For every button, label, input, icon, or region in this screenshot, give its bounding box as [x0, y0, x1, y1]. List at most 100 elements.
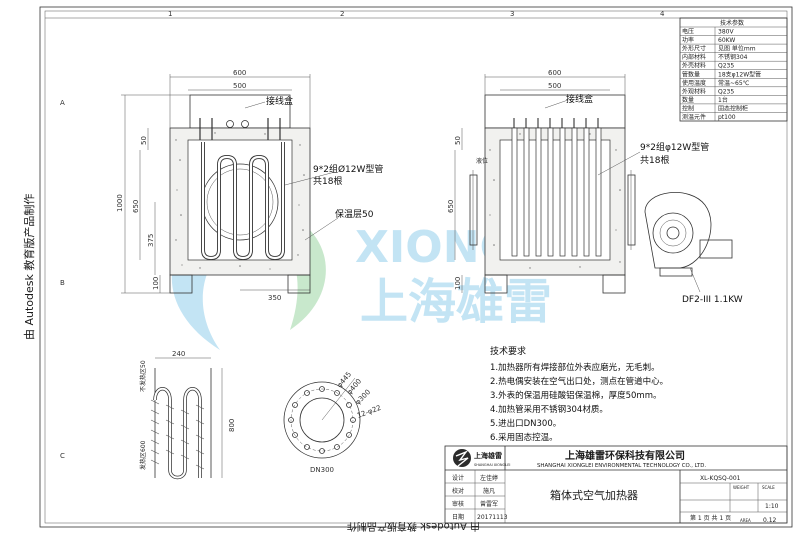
params-key: 使用温度 [682, 79, 706, 87]
col-label-4: 4 [660, 10, 665, 18]
requirements: 技术要求 1.加热器所有焊接部位外表应磨光，无毛刺。 2.热电偶安装在空气出口处… [490, 345, 668, 443]
row-label-c: C [60, 452, 65, 460]
role-check-val: 施凡 [483, 487, 495, 495]
params-title: 技术参数 [720, 19, 744, 27]
params-value: 380V [718, 29, 734, 36]
scale-label: SCALE [762, 485, 775, 490]
scale-value: 1:10 [765, 503, 779, 510]
flange-holes: 12-φ22 [356, 404, 382, 420]
params-value: Q235 [718, 63, 734, 70]
role-check-key: 校对 [452, 487, 464, 495]
params-key: 测温元件 [682, 113, 706, 121]
params-key: 电压 [682, 28, 694, 36]
role-design-key: 设计 [452, 474, 464, 482]
role-date-key: 日期 [452, 513, 464, 521]
role-date-val: 20171113 [477, 514, 508, 521]
front-label-insulation: 保温层50 [335, 208, 374, 220]
params-table: 技术参数 电压 380V 功率 60KW 外形尺寸 见图 单位mm 内部材料 不锈钢304 外壳… [679, 17, 788, 122]
front-dim-600: 600 [233, 69, 246, 77]
side-label-fan: DF2-III 1.1KW [682, 295, 743, 305]
side-dim-50: 50 [454, 136, 462, 145]
weight-label: WEIGHT [733, 485, 750, 490]
params-key: 控制 [682, 104, 694, 112]
tube-label-heated: 发热区600 [139, 440, 147, 470]
side-text-bottom: 由 Autodesk 教育版产品制作 [347, 520, 480, 533]
fan [644, 192, 733, 277]
row-label-a: A [60, 99, 65, 107]
flange-d300: φ300 [354, 388, 372, 406]
role-review-val: 曾雷军 [480, 500, 498, 508]
params-key: 外壳材料 [682, 62, 706, 70]
front-dim-1000: 1000 [116, 194, 124, 212]
front-dim-350: 350 [268, 294, 281, 302]
flange-name: DN300 [310, 466, 334, 474]
side-dim-600: 600 [548, 69, 561, 77]
front-dim-500: 500 [233, 82, 246, 90]
side-label-box: 接线盒 [566, 93, 593, 105]
params-value: 见图 单位mm [718, 45, 756, 53]
params-key: 数量 [682, 96, 694, 104]
tube-dim-800: 800 [228, 419, 236, 432]
role-design-val: 左佳婷 [480, 474, 498, 482]
col-label-2: 2 [340, 10, 344, 18]
front-label-tubes-2: 共18根 [313, 175, 342, 187]
params-key: 管数量 [682, 70, 700, 78]
front-dim-100: 100 [152, 277, 160, 290]
params-value: pt100 [718, 114, 736, 121]
params-value: Q235 [718, 88, 734, 95]
title-block: 上海雄雷 SHANGHAI XIONGLEI 上海雄雷环保科技有限公司 SHAN… [444, 445, 788, 524]
area-label: AREA [740, 518, 751, 523]
params-key: 外观材料 [682, 87, 706, 95]
tube-dim-240: 240 [172, 350, 185, 358]
side-label-gauge: 液位 [476, 157, 488, 165]
side-label-tubes-2: 共18根 [640, 154, 669, 166]
front-dim-50: 50 [140, 136, 148, 145]
params-value: 18支φ12W型管 [718, 70, 761, 78]
tube-label-unheated: 不发热区50 [139, 360, 147, 392]
front-label-box: 接线盒 [266, 95, 293, 107]
side-dim-650: 650 [447, 200, 455, 213]
front-view: 600 500 1000 50 650 375 100 350 接线盒 9*2组… [116, 69, 383, 302]
sheet-border [39, 6, 793, 528]
role-review-key: 审核 [452, 500, 464, 508]
flange: φ445 φ400 φ300 12-φ22 DN300 [283, 370, 382, 474]
front-label-tubes-1: 9*2组Ø12W型管 [313, 163, 383, 175]
area-value: 0.12 [763, 517, 777, 524]
params-value: 不锈钢304 [718, 53, 748, 61]
params-value: 60KW [718, 37, 735, 44]
requirement-1: 1.加热器所有焊接部位外表应磨光，无毛刺。 [490, 362, 660, 373]
logo-text: 上海雄雷 [474, 451, 502, 460]
drawing-code: XL-KQSQ-001 [700, 475, 741, 482]
params-value: 固态控制柜 [718, 104, 748, 112]
requirement-2: 2.热电偶安装在空气出口处，测点在管道中心。 [490, 376, 668, 387]
side-dim-500: 500 [548, 82, 561, 90]
side-dim-100: 100 [454, 277, 462, 290]
requirements-title: 技术要求 [490, 345, 526, 357]
requirement-5: 5.进出口DN300。 [490, 418, 561, 429]
params-key: 外形尺寸 [682, 45, 706, 53]
params-key: 功率 [682, 36, 694, 44]
col-label-1: 1 [168, 10, 172, 18]
side-view: 液位 DF2-III 1.1KW 600 500 50 650 100 接线盒 [447, 69, 743, 305]
watermark-cn: 上海雄雷 [360, 274, 552, 330]
drawing-title: 箱体式空气加热器 [550, 488, 638, 502]
front-dim-375: 375 [147, 234, 155, 247]
params-value: 1台 [718, 96, 728, 104]
row-label-b: B [60, 279, 65, 287]
company-en: SHANGHAI XIONGLEI ENVIRONMENTAL TECHNOLO… [537, 463, 706, 469]
params-value: 常温~65℃ [718, 79, 750, 87]
logo-sub: SHANGHAI XIONGLEI [474, 463, 510, 467]
requirement-6: 6.采用固态控温。 [490, 432, 558, 443]
sheet-info: 第 1 页 共 1 页 [690, 514, 731, 522]
side-label-tubes-1: 9*2组φ12W型管 [640, 141, 709, 153]
side-text-left: 由 Autodesk 教育版产品制作 [22, 194, 36, 340]
sheet-inner-border [44, 10, 788, 524]
front-dim-650: 650 [132, 200, 140, 213]
params-key: 内部材料 [682, 53, 706, 61]
tube-detail: 240 800 不发热区50 发热区600 [139, 350, 236, 480]
company-cn: 上海雄雷环保科技有限公司 [565, 449, 685, 462]
requirement-3: 3.外表的保温用硅酸铝保温棉，厚度50mm。 [490, 390, 662, 401]
col-label-3: 3 [510, 10, 514, 18]
requirement-4: 4.加热管采用不锈钢304材质。 [490, 404, 608, 415]
